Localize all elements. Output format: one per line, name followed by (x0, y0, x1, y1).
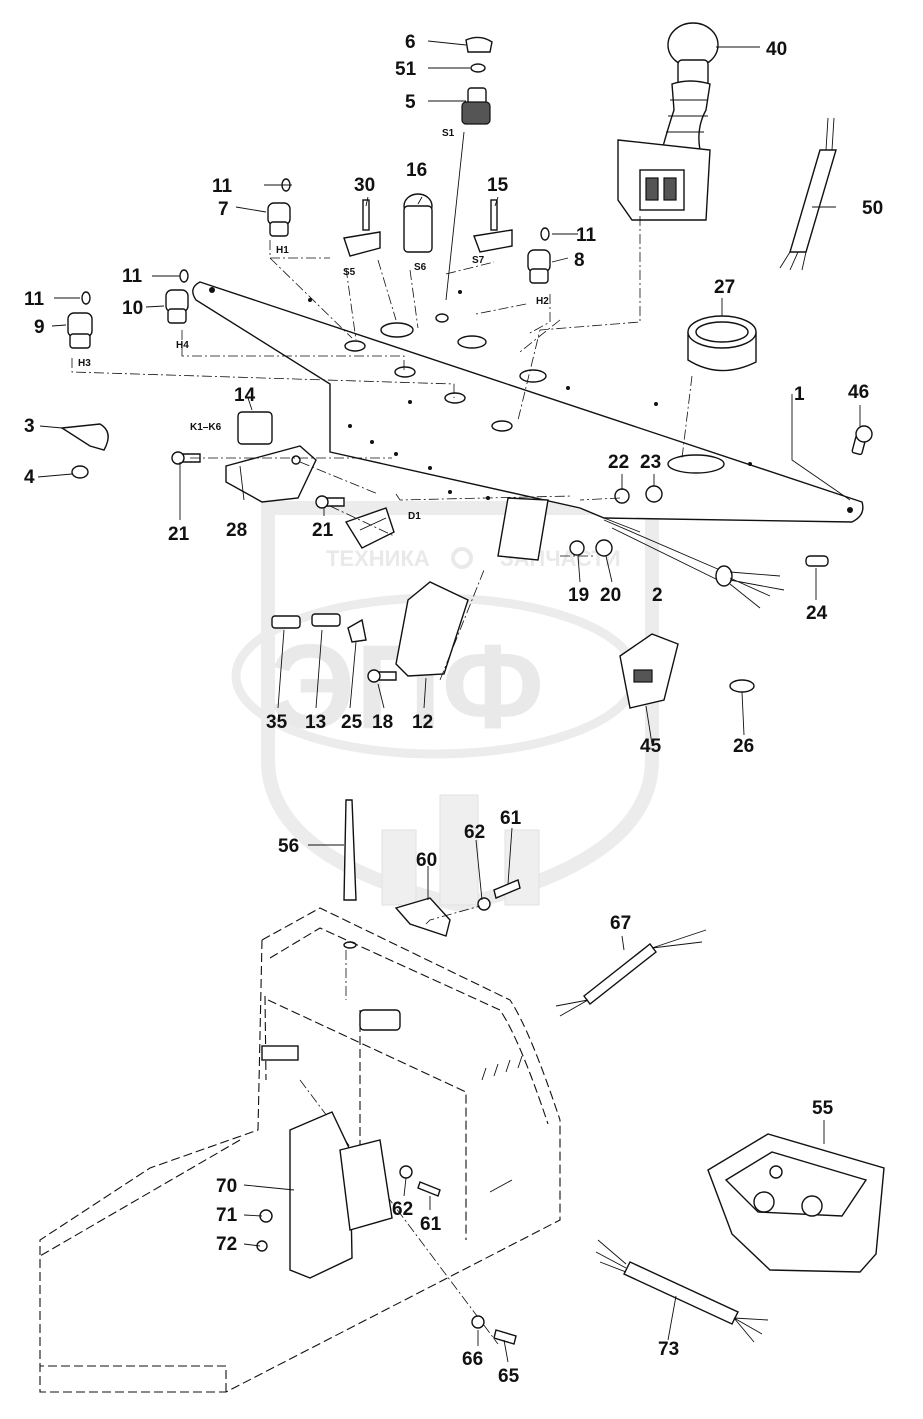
callout-20: 20 (600, 585, 621, 606)
tag-d1: D1 (408, 511, 421, 522)
indicator-lamp-8 (527, 249, 551, 284)
callout-21-a: 21 (168, 524, 190, 545)
cable-bundle-2 (603, 519, 785, 609)
indicator-lamp-9 (67, 312, 93, 349)
callout-8: 8 (574, 250, 585, 271)
tag-s1: S1 (442, 128, 455, 139)
callout-66: 66 (462, 1349, 483, 1370)
callout-24: 24 (806, 603, 828, 624)
callout-61-b: 61 (420, 1214, 442, 1235)
callout-72: 72 (216, 1234, 237, 1255)
callout-73: 73 (658, 1339, 679, 1360)
tag-h2: H2 (536, 296, 549, 307)
callout-62-b: 62 (392, 1199, 413, 1220)
callout-19: 19 (568, 585, 589, 606)
leader-lines (37, 40, 861, 1363)
callout-35: 35 (266, 712, 288, 733)
callout-21-b: 21 (312, 520, 334, 541)
tag-h1: H1 (276, 245, 289, 256)
callout-12: 12 (412, 712, 433, 733)
tag-s5: S5 (343, 267, 356, 278)
callout-4: 4 (24, 467, 35, 488)
cable-50 (779, 117, 837, 271)
callout-61-a: 61 (500, 808, 522, 829)
callout-16: 16 (406, 160, 427, 181)
tag-k1-k6: K1–K6 (190, 422, 222, 433)
callout-11-c: 11 (122, 266, 143, 287)
callout-65: 65 (498, 1366, 520, 1387)
switch-module-45 (619, 633, 679, 709)
watermark-text-left: ТЕХНИКА (326, 546, 430, 571)
callout-67: 67 (610, 913, 631, 934)
connector-housing-12 (395, 497, 549, 677)
switch-s1-assembly (461, 36, 493, 125)
callout-50: 50 (862, 198, 883, 219)
callout-3: 3 (24, 416, 35, 437)
callout-18: 18 (372, 712, 393, 733)
watermark: ТЕХНИКА ЗАПЧАСТИ ЭПФ (231, 501, 659, 913)
callout-27: 27 (714, 277, 735, 298)
pushbutton-s6 (403, 193, 433, 253)
callout-2: 2 (652, 585, 663, 606)
callout-11-d: 11 (24, 289, 45, 310)
diode-module-d1 (344, 507, 395, 549)
cable-67 (555, 929, 707, 1017)
indicator-lamp-7 (267, 202, 291, 237)
indicator-lamp-10 (165, 289, 189, 324)
callout-6: 6 (405, 32, 416, 53)
antenna-56 (343, 799, 357, 949)
cable-73 (595, 1239, 769, 1343)
callout-46: 46 (848, 382, 869, 403)
callout-7: 7 (218, 199, 229, 220)
callout-23: 23 (640, 452, 661, 473)
bracket-60 (394, 879, 521, 937)
callout-5: 5 (405, 92, 416, 113)
cab-frame-outline (39, 907, 561, 1393)
joystick-assembly (617, 22, 719, 221)
callout-26: 26 (733, 736, 754, 757)
callout-55: 55 (812, 1098, 834, 1119)
watermark-gear-icon (451, 547, 473, 569)
callout-15: 15 (487, 175, 509, 196)
tag-s6: S6 (414, 262, 427, 273)
callout-22: 22 (608, 452, 629, 473)
tag-h4: H4 (176, 340, 189, 351)
tag-s7: S7 (472, 255, 485, 266)
callout-14: 14 (234, 385, 256, 406)
callout-11-a: 11 (212, 176, 233, 197)
callout-9: 9 (34, 317, 45, 338)
callout-labels: 6 51 5 40 50 30 16 15 11 7 11 8 11 10 11… (24, 32, 883, 1387)
callout-62-a: 62 (464, 822, 485, 843)
callout-13: 13 (305, 712, 326, 733)
callout-28: 28 (226, 520, 247, 541)
control-panel-plate (192, 281, 864, 533)
callout-56: 56 (278, 836, 299, 857)
callout-70: 70 (216, 1176, 237, 1197)
reference-tags: S1 S5 S6 S7 H1 H2 H3 H4 K1–K6 D1 (78, 128, 549, 522)
gauge-27 (687, 315, 757, 372)
toggle-switch-s7 (473, 199, 513, 253)
bracket-28 (225, 445, 317, 503)
callout-71: 71 (216, 1205, 238, 1226)
callout-45: 45 (640, 736, 662, 757)
callout-51: 51 (395, 59, 417, 80)
callout-10: 10 (122, 298, 143, 319)
callout-40: 40 (766, 39, 787, 60)
callout-1: 1 (794, 384, 805, 405)
tag-h3: H3 (78, 358, 91, 369)
toggle-switch-s5 (343, 199, 381, 257)
controller-module-70 (256, 1111, 517, 1345)
callout-30: 30 (354, 175, 375, 196)
fuses-35-13-25 (271, 613, 367, 643)
relay-14 (237, 411, 273, 445)
callout-60: 60 (416, 850, 437, 871)
callout-25: 25 (341, 712, 363, 733)
callout-11-b: 11 (576, 225, 597, 246)
hardware-bolts-nuts (59, 423, 873, 693)
console-55 (707, 1133, 885, 1273)
